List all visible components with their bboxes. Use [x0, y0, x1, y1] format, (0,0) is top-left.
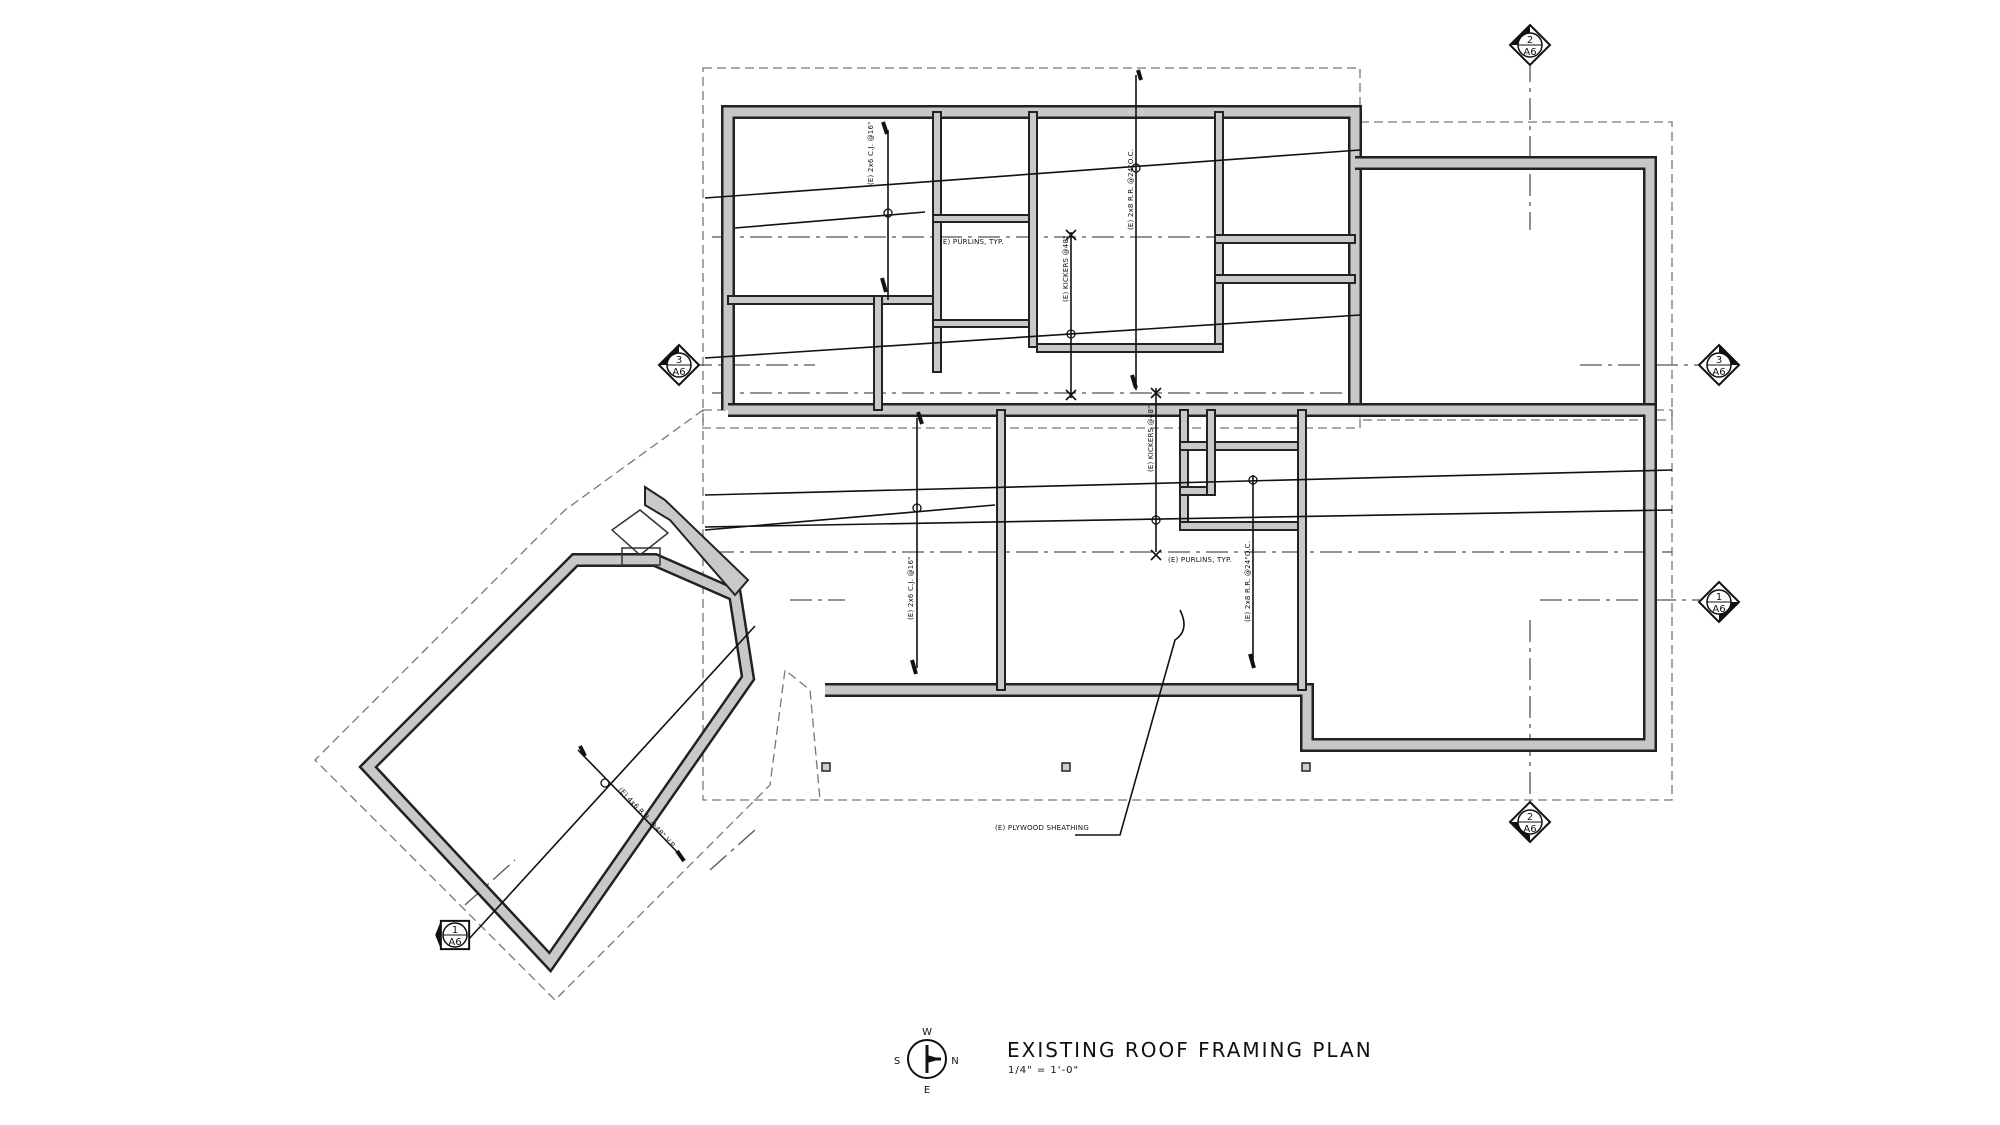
svg-text:A6: A6 [672, 367, 685, 378]
svg-text:A6: A6 [1712, 367, 1725, 378]
compass-north: N [951, 1056, 958, 1067]
svg-text:2: 2 [1527, 812, 1533, 823]
note-purlins-north: (E) PURLINS, TYP. [940, 238, 1004, 246]
note-ceiling-joists-south: (E) 2x6 C.J. @16" [907, 556, 915, 620]
note-kickers-north: (E) KICKERS @48" [1062, 235, 1070, 302]
section-markers: 2 A6 2 A6 3 A6 3 A6 [427, 23, 1741, 964]
note-rafters-south: (E) 2x8 R.R. @24"O.C. [1244, 541, 1252, 622]
roof-outline [314, 67, 1673, 1001]
svg-text:A6: A6 [1523, 824, 1536, 835]
compass-east: E [924, 1085, 930, 1096]
center-lines [464, 60, 1700, 906]
section-marker-2-bottom[interactable]: 2 A6 [1508, 800, 1552, 844]
svg-text:2: 2 [1527, 35, 1533, 46]
svg-text:A6: A6 [448, 937, 461, 948]
svg-text:1: 1 [452, 925, 458, 936]
section-marker-1-left[interactable]: 1 A6 [427, 907, 484, 964]
note-purlins-south: (E) PURLINS, TYP. [1168, 556, 1232, 564]
walls [358, 105, 1657, 974]
note-plywood-sheathing: (E) PLYWOOD SHEATHING [995, 824, 1089, 832]
note-rafters-north: (E) 2x8 R.R. @24"O.C. [1127, 149, 1135, 230]
svg-text:1: 1 [1716, 592, 1722, 603]
svg-text:3: 3 [676, 355, 682, 366]
note-kickers-south: (E) KICKERS @48" [1147, 405, 1155, 472]
svg-text:A6: A6 [1712, 604, 1725, 615]
section-marker-3-right[interactable]: 3 A6 [1697, 343, 1741, 387]
drawing-title: EXISTING ROOF FRAMING PLAN [1007, 1038, 1373, 1062]
section-marker-1-right[interactable]: 1 A6 [1697, 580, 1741, 624]
svg-text:3: 3 [1716, 355, 1722, 366]
note-ceiling-joists-north: (E) 2x6 C.J. @16" [867, 121, 875, 185]
section-marker-2-top[interactable]: 2 A6 [1508, 23, 1552, 67]
north-arrow-compass: W E S N [894, 1027, 959, 1096]
compass-west: W [922, 1027, 932, 1038]
drawing-scale: 1/4" = 1'-0" [1008, 1065, 1079, 1076]
framing-members [467, 69, 1673, 941]
svg-text:A6: A6 [1523, 47, 1536, 58]
compass-south: S [894, 1056, 900, 1067]
section-marker-3-left[interactable]: 3 A6 [657, 343, 701, 387]
